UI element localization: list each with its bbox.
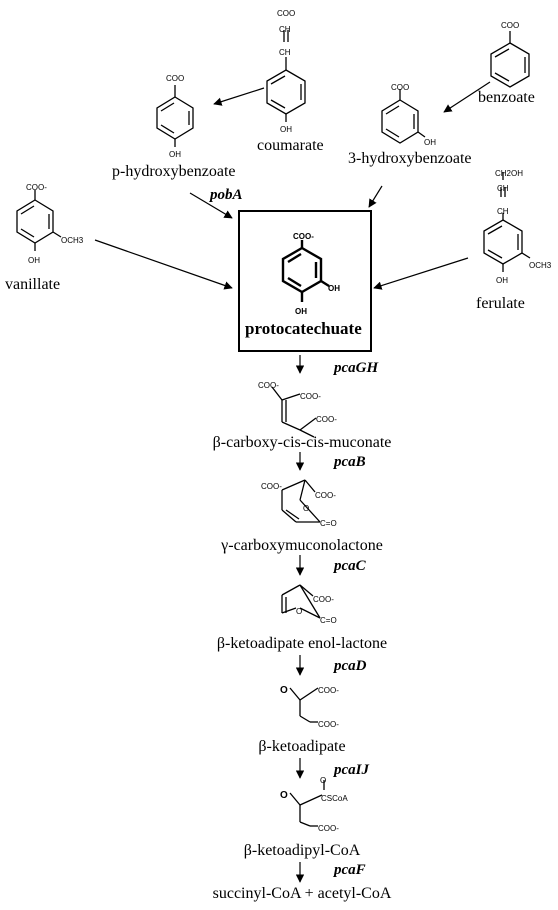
enol-lactone-structure <box>281 584 321 619</box>
carboxymuconolactone-label: γ-carboxymuconolactone <box>221 537 383 554</box>
vanillate-och3-label: OCH3 <box>61 236 84 245</box>
ferulate-ch2oh-label: CH2OH <box>495 169 524 178</box>
p-hydroxybenzoate-label: p-hydroxybenzoate <box>112 163 236 180</box>
reaction-arrows <box>94 81 491 883</box>
muconate-coo-2-label: COO- <box>300 392 321 401</box>
ketoadipyl-coa-coo-label: COO- <box>318 824 339 833</box>
vanillate-structure <box>16 190 62 251</box>
ketoadipyl-coa-structure <box>289 780 325 827</box>
final-products-label: succinyl-CoA + acetyl-CoA <box>212 885 392 902</box>
ketoadipyl-coa-cscoa-label: CSCoA <box>321 794 348 803</box>
lactone-o-label: O <box>303 504 310 513</box>
protocatechuate-oh-4-label: OH <box>295 307 307 316</box>
ketoadipate-coo-2-label: COO- <box>318 720 339 729</box>
p-hydroxybenzoate-coo-label: COO <box>166 74 185 83</box>
ferulate-och3-label: OCH3 <box>529 261 552 270</box>
muconate-coo-1-label: COO- <box>258 381 279 390</box>
3-hydroxybenzoate-oh-label: OH <box>424 138 436 147</box>
3-hydroxybenzoate-structure <box>381 89 426 144</box>
arrow-p-hydroxybenzoate-to-protocatechuate <box>189 192 233 219</box>
enzyme-pcaC: pcaC <box>334 558 366 574</box>
ferulate-oh-label: OH <box>496 276 508 285</box>
vanillate-coo-label: COO- <box>26 183 47 192</box>
benzoate-label: benzoate <box>478 89 535 106</box>
enzyme-pcaB: pcaB <box>334 454 366 470</box>
ketoadipate-o-label: O <box>280 685 288 696</box>
benzoate-structure <box>490 31 530 88</box>
enol-lactone-c-eq-o-label: C=O <box>320 616 337 625</box>
p-hydroxybenzoate-structure <box>156 85 194 147</box>
arrow-3-hydroxybenzoate-to-protocatechuate <box>368 185 383 208</box>
benzoate-coo-label: COO <box>501 21 520 30</box>
muconate-coo-3-label: COO- <box>316 415 337 424</box>
protocatechuate-structure <box>281 240 330 302</box>
enzyme-pobA: pobA <box>210 187 243 203</box>
ferulate-label: ferulate <box>476 295 525 312</box>
enzyme-pcaD: pcaD <box>334 658 367 674</box>
ferulate-structure <box>483 172 531 272</box>
protocatechuate-highlight-box <box>238 210 372 352</box>
lactone-coo-2-label: COO- <box>315 491 336 500</box>
lactone-c-eq-o-label: C=O <box>320 519 337 528</box>
coumarate-structure <box>266 30 306 122</box>
ketoadipyl-coa-o-label: O <box>280 790 288 801</box>
ketoadipyl-coa-label: β-ketoadipyl-CoA <box>243 842 361 859</box>
enzyme-pcaF: pcaF <box>334 862 366 878</box>
ketoadipate-structure <box>289 687 319 723</box>
carboxy-muconate-structure <box>271 386 317 438</box>
enol-lactone-o-label: O <box>296 607 303 616</box>
coumarate-ch-label: CH <box>279 48 291 57</box>
protocatechuate-coo-label: COO- <box>293 232 314 241</box>
arrow-coumarate-to-p-hydroxybenzoate <box>213 87 265 106</box>
ferulate-ch-upper-label: CH <box>497 184 509 193</box>
p-hydroxybenzoate-oh-label: OH <box>169 150 181 159</box>
coumarate-label: coumarate <box>257 137 324 154</box>
vanillate-oh-label: OH <box>28 256 40 265</box>
arrow-benzoate-to-3-hydroxybenzoate <box>443 81 491 113</box>
enol-lactone-coo-label: COO- <box>313 595 334 604</box>
arrow-ferulate-to-protocatechuate <box>373 257 469 290</box>
protocatechuate-label: protocatechuate <box>245 319 362 338</box>
carboxymuconolactone-structure <box>281 479 321 523</box>
carboxy-muconate-label: β-carboxy-cis-cis-muconate <box>212 434 392 451</box>
coumarate-ch-upper-label: CH <box>279 25 291 34</box>
enzyme-pcaIJ: pcaIJ <box>334 762 369 778</box>
lactone-coo-1-label: COO- <box>261 482 282 491</box>
ketoadipate-coo-1-label: COO- <box>318 686 339 695</box>
ferulate-ch-label: CH <box>497 207 509 216</box>
arrow-vanillate-to-protocatechuate <box>94 239 233 290</box>
coumarate-coo-label: COO <box>277 9 296 18</box>
ketoadipyl-coa-carbonyl-o-label: O <box>320 776 327 785</box>
enzyme-pcaGH: pcaGH <box>334 360 379 376</box>
vanillate-label: vanillate <box>5 276 61 293</box>
protocatechuate-oh-3-label: OH <box>328 284 340 293</box>
coumarate-oh-label: OH <box>280 125 292 134</box>
3-hydroxybenzoate-coo-label: COO <box>391 83 410 92</box>
3-hydroxybenzoate-label: 3-hydroxybenzoate <box>348 150 472 167</box>
enol-lactone-label: β-ketoadipate enol-lactone <box>216 635 388 652</box>
ketoadipate-label: β-ketoadipate <box>258 738 346 755</box>
